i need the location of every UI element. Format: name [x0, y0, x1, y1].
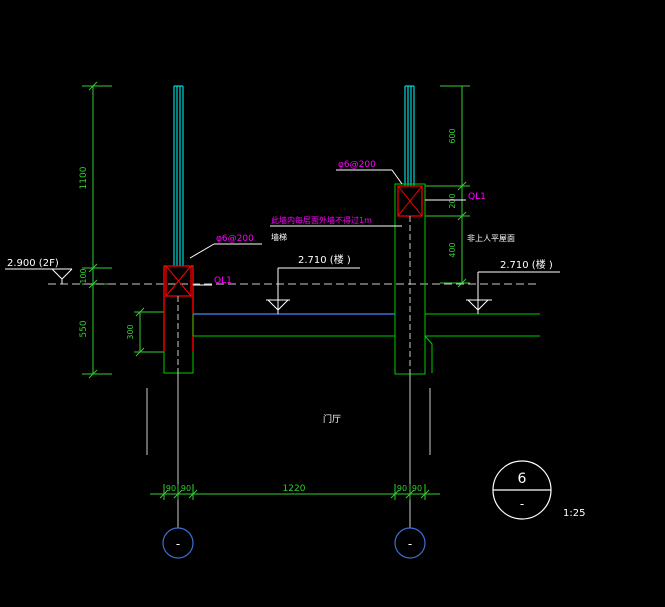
rebar-leader-left [189, 243, 262, 259]
dim-left-100: 100 [79, 268, 88, 283]
elevation-label-left: 2.900 (2F) [7, 258, 59, 269]
axis-bubble-right [394, 527, 426, 559]
left-wall [163, 265, 194, 374]
room-label: 门厅 [323, 413, 341, 425]
dim-300-lines [134, 307, 164, 357]
bottom-dimension-chain [150, 484, 440, 500]
note-main-text: 此墙内每层面外墙不得过1m [271, 215, 372, 225]
elevation-label-mid: 2.710 (楼 ) [298, 253, 351, 266]
rebar-label-left: φ6@200 [216, 234, 254, 244]
right-dimension-chain [425, 85, 470, 288]
floor-slab [192, 313, 540, 373]
detail-callout [492, 460, 552, 520]
dim-bottom-90d: 90 [412, 484, 422, 493]
note-right-text: 非上人平屋面 [467, 233, 515, 243]
beam-label-right: QL1 [468, 192, 486, 202]
elevation-marker-left [5, 268, 73, 284]
rebar-label-right: φ6@200 [338, 160, 376, 170]
detail-sheet: - [520, 497, 524, 511]
detail-number: 6 [518, 471, 527, 487]
lower-wall-lines [146, 373, 431, 528]
dim-bottom-1220: 1220 [283, 484, 306, 494]
rebar-leader-right [336, 169, 403, 185]
elevation-label-right: 2.710 (楼 ) [500, 258, 553, 271]
right-parapet-post [404, 85, 415, 186]
dim-bottom-90b: 90 [181, 484, 191, 493]
elevation-marker-right [466, 271, 560, 314]
beam-label-left: QL1 [214, 276, 232, 286]
dim-left-1100: 1100 [79, 166, 89, 189]
elevation-marker-mid [266, 267, 360, 314]
axis-label-right: - [408, 537, 412, 551]
dim-right-600: 600 [448, 128, 457, 143]
left-parapet-post [173, 85, 184, 266]
axis-label-left: - [176, 537, 180, 551]
detail-scale: 1:25 [563, 508, 585, 519]
dim-left-550: 550 [79, 320, 89, 337]
axis-bubble-left [162, 527, 194, 559]
dim-left-300: 300 [126, 324, 135, 339]
dim-bottom-90c: 90 [397, 484, 407, 493]
note-sub-text: 墙梯 [271, 232, 287, 242]
dim-bottom-90a: 90 [166, 484, 176, 493]
dim-right-400: 400 [448, 242, 457, 257]
dim-right-200: 200 [448, 193, 457, 208]
